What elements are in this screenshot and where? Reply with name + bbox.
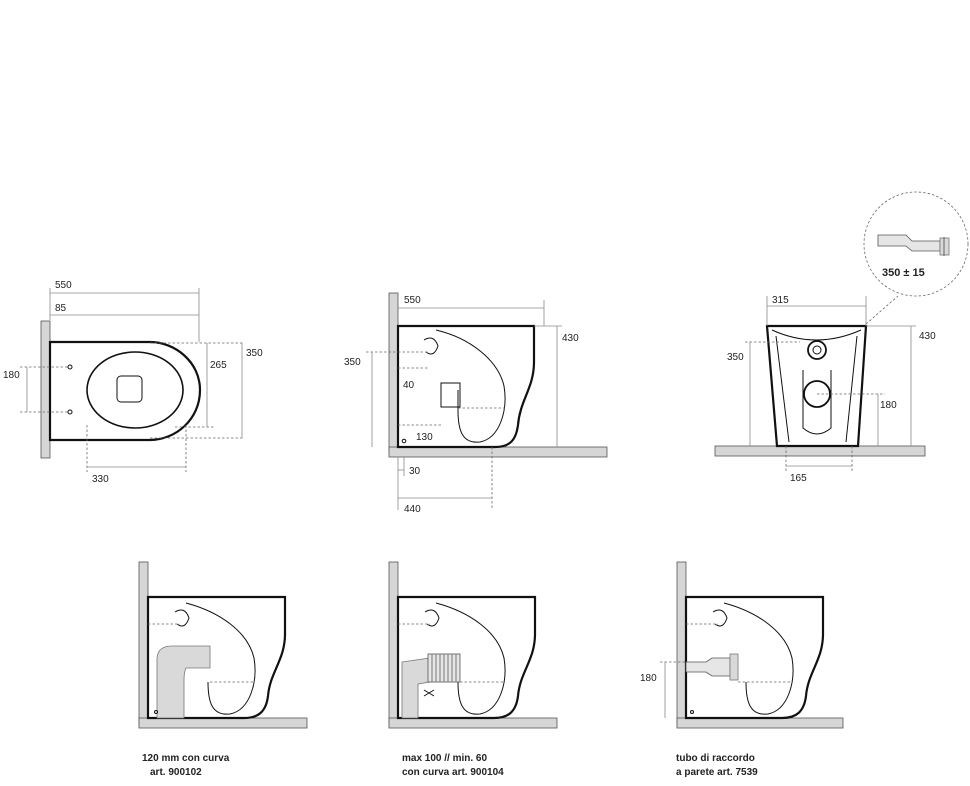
callout-dim: 350 ± 15	[882, 267, 925, 279]
front-dim-315: 315	[772, 295, 789, 306]
front-inlet-hole	[807, 340, 827, 360]
callout-circle	[863, 191, 969, 297]
side-bowl-outline	[396, 324, 536, 449]
side-wall	[388, 292, 399, 452]
front-inner-right	[845, 335, 858, 443]
side-rim-hook	[423, 337, 439, 355]
install-view-2: max 100 // min. 60 con curva art. 900104	[388, 561, 558, 778]
front-trap	[802, 370, 832, 435]
install-view-1: 120 mm con curva art. 900102	[138, 561, 308, 778]
install-1-pipe	[156, 645, 211, 719]
top-fix-hole-upper	[67, 364, 73, 370]
front-floor	[714, 445, 926, 457]
front-body-outline	[765, 324, 868, 448]
front-dim-350: 350	[727, 352, 744, 363]
side-inner-trap	[435, 329, 506, 443]
side-dim-440: 440	[404, 504, 421, 515]
callout-pipe	[877, 234, 941, 252]
side-dim-40: 40	[403, 380, 415, 391]
front-outlet-hole	[803, 380, 831, 408]
top-dim-85: 85	[55, 303, 67, 314]
front-view: 350 ± 15 315 430 350 180 165	[714, 191, 969, 484]
side-dim-550: 550	[404, 295, 421, 306]
top-seat-ring	[86, 351, 184, 429]
side-floor	[388, 446, 608, 458]
install-1-caption-line1: 120 mm con curva	[142, 753, 230, 764]
side-dim-130: 130	[416, 432, 433, 443]
front-dim-180: 180	[880, 400, 897, 411]
top-bowl-outline	[48, 340, 202, 442]
install-2-caption-line1: max 100 // min. 60	[402, 753, 487, 764]
top-view: 550 85 180 265 350 330	[3, 280, 263, 485]
install-3-dim-180: 180	[640, 673, 657, 684]
install-3-caption-line1: tubo di raccordo	[676, 753, 755, 764]
side-view: 550 430 350 40 130 30 440	[344, 292, 608, 515]
side-outlet-block	[440, 382, 461, 408]
side-dim-350: 350	[344, 357, 361, 368]
side-floor-fix	[401, 438, 407, 444]
install-1-caption-line2: art. 900102	[150, 767, 202, 778]
front-inlet-core	[812, 345, 822, 355]
front-rim	[771, 329, 862, 341]
top-dim-180: 180	[3, 370, 20, 381]
top-seat-pad	[116, 375, 143, 403]
callout-pipe-ring	[939, 237, 950, 256]
top-dim-265: 265	[210, 360, 227, 371]
top-dim-550: 550	[55, 280, 72, 291]
top-dim-330: 330	[92, 474, 109, 485]
front-dim-165: 165	[790, 473, 807, 484]
install-3-caption-line2: a parete art. 7539	[676, 767, 758, 778]
side-dim-30: 30	[409, 466, 421, 477]
install-2-caption-line2: con curva art. 900104	[402, 767, 504, 778]
front-inner-left	[775, 335, 790, 443]
top-wall	[40, 320, 51, 459]
top-dim-350: 350	[246, 348, 263, 359]
side-dim-430: 430	[562, 333, 579, 344]
install-view-3: 180 tubo di raccordo a parete art. 7539	[640, 561, 844, 778]
top-fix-hole-lower	[67, 409, 73, 415]
front-dim-430: 430	[919, 331, 936, 342]
